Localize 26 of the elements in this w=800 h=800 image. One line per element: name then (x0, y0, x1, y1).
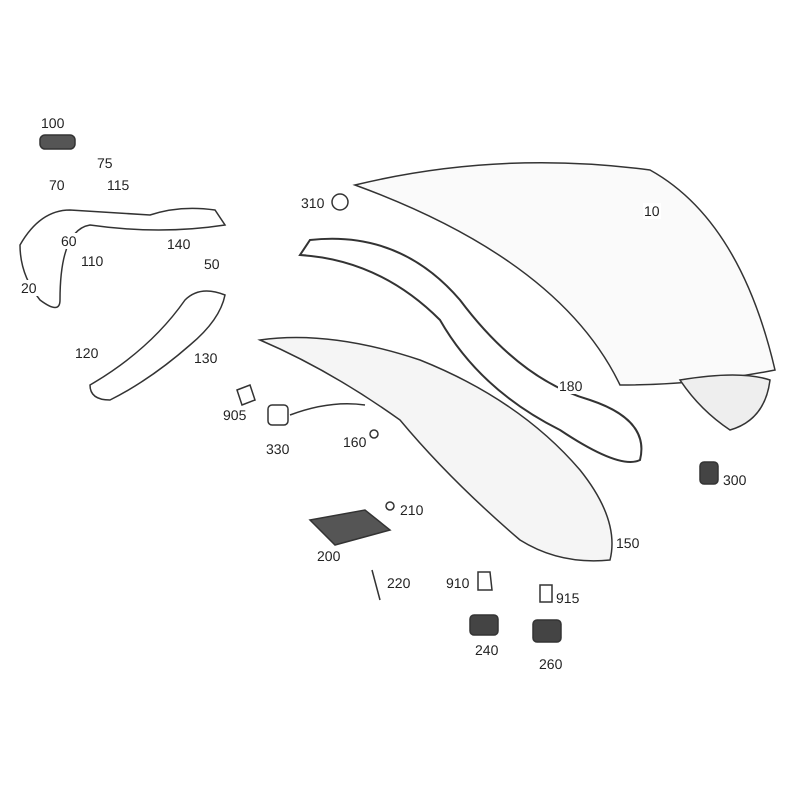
callout-number: 915 (555, 590, 580, 606)
callout-number: 300 (722, 472, 748, 488)
callout-number: 20 (20, 280, 38, 296)
callout-number: 130 (193, 350, 218, 366)
callout-number: 200 (316, 548, 342, 564)
callout-number: 180 (558, 378, 584, 394)
callout-number: 70 (48, 177, 66, 193)
callout-number: 115 (106, 177, 130, 193)
callout-number: 60 (60, 233, 78, 249)
callout-number: 905 (222, 407, 248, 423)
callout-number: 220 (386, 575, 412, 591)
callout-number: 240 (474, 642, 500, 658)
callout-number: 910 (445, 575, 470, 591)
callout-number: 50 (203, 256, 221, 272)
callout-number: 140 (166, 236, 192, 252)
callout-number: 260 (538, 656, 564, 672)
callout-number: 210 (399, 502, 424, 518)
callout-number: 110 (80, 253, 104, 269)
callout-number: 330 (265, 441, 290, 457)
callout-number: 120 (74, 345, 100, 361)
callout-number: 150 (615, 535, 640, 551)
callout-number: 10 (643, 203, 661, 219)
callout-number: 75 (96, 155, 114, 171)
callout-number: 100 (40, 115, 66, 131)
callout-number: 310 (300, 195, 326, 211)
callout-number: 160 (342, 434, 368, 450)
